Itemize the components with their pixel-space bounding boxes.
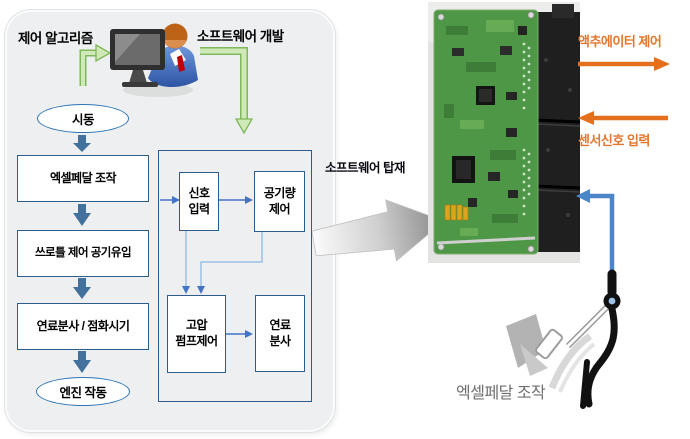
block-pump-line2: 펌프제어	[175, 334, 218, 348]
sensor-arrow-icon	[578, 111, 668, 125]
block-signal-input-line2: 입력	[188, 201, 210, 216]
ecu-circuit-board-photo	[428, 2, 581, 263]
software-load-label: 소프트웨어 탑재	[325, 161, 405, 175]
flow-start-oval: 시동	[37, 104, 129, 133]
pedal-operation-label: 엑셀페달 조작	[456, 385, 546, 402]
block-air-line2: 제어	[268, 201, 291, 216]
flow-end-oval: 엔진 작동	[36, 377, 130, 406]
block-fuel-injection: 연료 분사	[255, 295, 305, 372]
block-air-amount-control: 공기량 제어	[254, 171, 305, 232]
block-high-pressure-pump-control: 고압 펌프제어	[167, 295, 226, 373]
flow-step-accel-pedal: 엑셀페달 조작	[17, 155, 149, 202]
actuator-arrow-icon	[578, 57, 670, 71]
control-algorithm-label: 제어 알고리즘	[18, 31, 93, 46]
actuator-control-label: 액추에이터 제어	[578, 34, 662, 49]
block-air-line1: 공기량	[263, 185, 296, 200]
software-blocks-container	[158, 150, 312, 402]
block-fuel-line1: 연료	[269, 317, 291, 332]
block-pump-line1: 고압	[185, 318, 208, 333]
block-signal-input: 신호 입력	[179, 172, 219, 231]
pedal-signal-cable	[576, 189, 615, 276]
sensor-input-label: 센서신호 입력	[578, 133, 650, 148]
flow-step-throttle: 쓰로틀 제어 공기유입	[17, 230, 149, 277]
flow-step-fuel-ignition: 연료분사 / 점화시기	[17, 303, 149, 350]
block-fuel-line2: 분사	[269, 333, 291, 348]
software-development-label: 소프트웨어 개발	[197, 29, 284, 44]
block-signal-input-line1: 신호	[188, 185, 210, 200]
